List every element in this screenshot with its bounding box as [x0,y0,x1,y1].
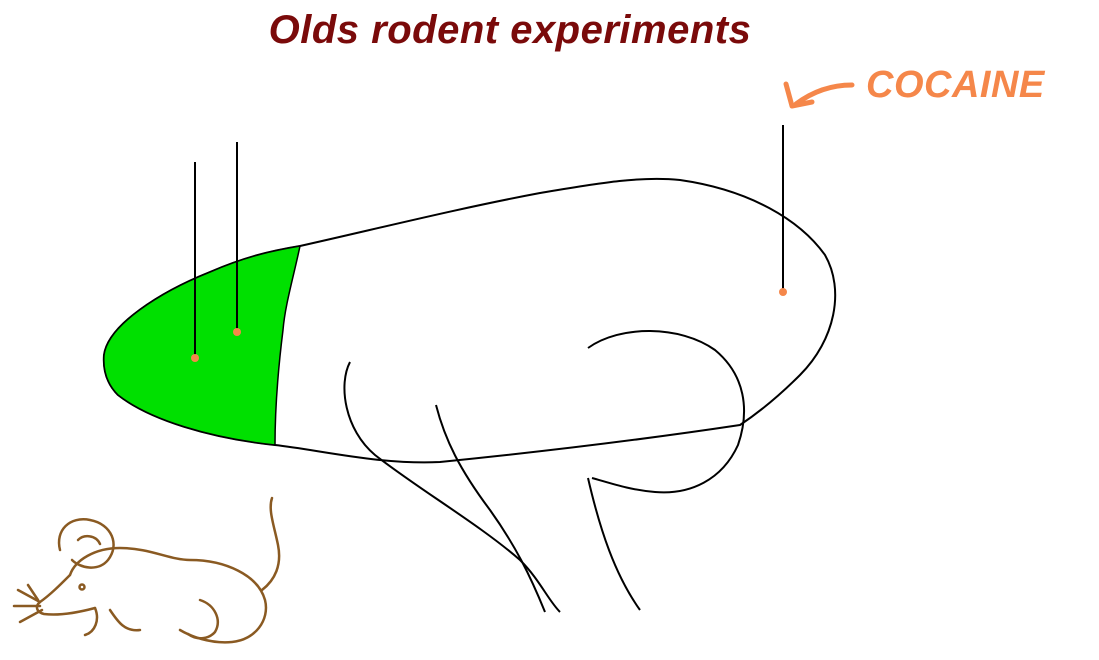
curved-arrow-icon [786,84,852,106]
rat-sketch-icon [14,498,279,642]
electrode-dot-cocaine [779,288,787,296]
electrode-dot-1 [191,354,199,362]
electrode-dot-2 [233,328,241,336]
brainstem-curve-right [588,478,640,610]
highlighted-region [104,246,300,445]
